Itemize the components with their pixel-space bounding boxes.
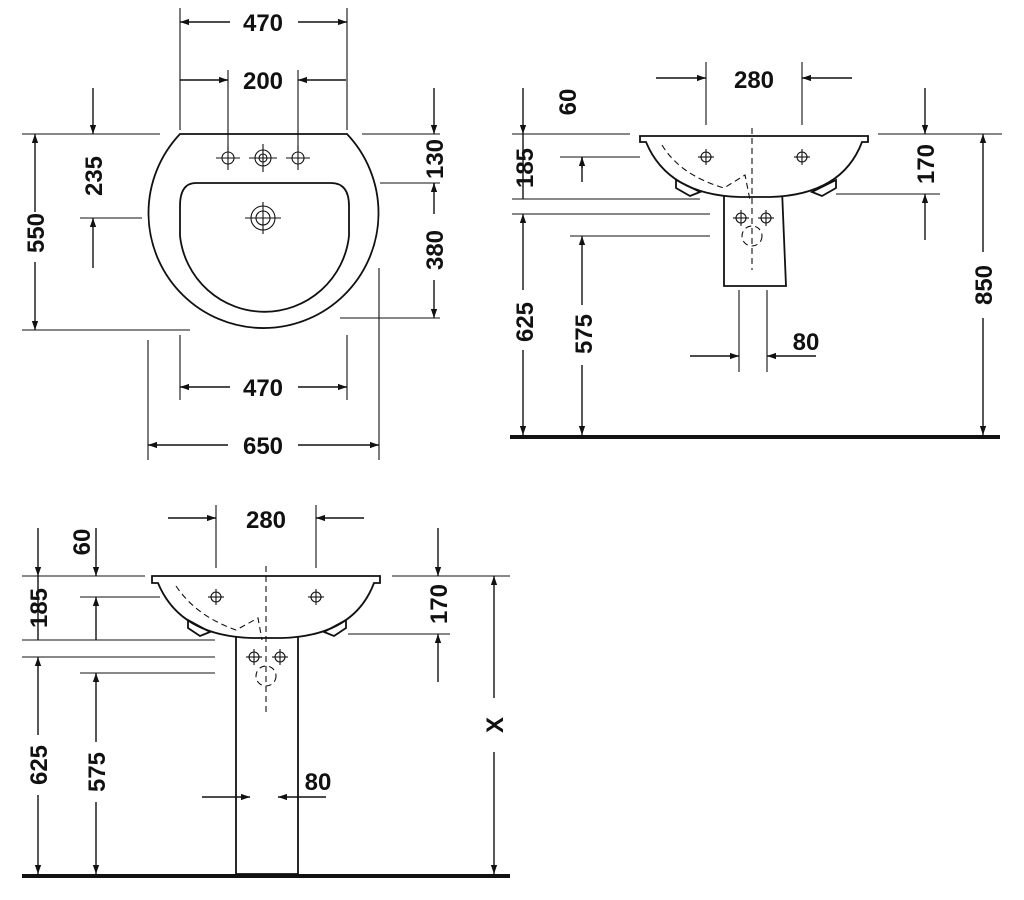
tap-holes-side-lower (208, 589, 324, 665)
dim-lower-tap-spacing: 280 (246, 507, 286, 534)
dim-upper-pedestal-height: 625 (512, 302, 539, 342)
dim-lower-pedestal-width: 80 (305, 769, 332, 796)
dim-lower-outlet-height: 575 (84, 752, 111, 792)
dim-lower-bowl-height: 185 (26, 588, 53, 628)
pedestal (723, 189, 787, 287)
dim-upper-wall-depth: 170 (913, 144, 940, 184)
tap-holes (216, 144, 310, 172)
dim-bowl-depth: 380 (422, 230, 449, 270)
dim-tap-to-bowl: 130 (422, 139, 449, 179)
dim-bowl-width: 470 (243, 375, 283, 402)
dim-depth: 550 (23, 213, 50, 253)
drain-icon (245, 202, 281, 234)
dim-upper-pedestal-width: 80 (793, 329, 820, 356)
dim-lower-variable-height: X (482, 717, 509, 733)
dim-lower-rim-thickness: 60 (69, 529, 96, 556)
front-view: 470 200 550 235 130 380 470 650 (22, 8, 449, 460)
side-view-upper: 280 60 185 625 575 170 850 80 (510, 62, 1002, 439)
bracket-right-lower (321, 618, 347, 638)
dim-upper-outlet-height: 575 (571, 314, 598, 354)
bracket-left (675, 178, 703, 197)
dim-upper-bowl-height: 185 (512, 148, 539, 188)
dim-lower-pedestal-height: 625 (26, 745, 53, 785)
bracket-right (809, 178, 837, 197)
tap-holes-side (698, 149, 810, 226)
dim-upper-tap-spacing: 280 (734, 67, 774, 94)
dim-top-width: 470 (243, 10, 283, 37)
basin-outline (147, 133, 380, 329)
dim-upper-rim-thickness: 60 (555, 89, 582, 116)
dim-back-to-bowl: 235 (81, 156, 108, 196)
bracket-left-lower (187, 618, 213, 638)
bowl-outline (179, 182, 350, 313)
dim-upper-rim-height: 850 (971, 265, 998, 305)
dim-tap-spacing: 200 (243, 68, 283, 95)
side-view-lower: 280 60 185 625 575 170 X 80 (22, 505, 510, 878)
pedestal-lower (235, 629, 299, 875)
dim-overall-width: 650 (243, 433, 283, 460)
basin-side (639, 135, 869, 198)
dim-lower-wall-depth: 170 (426, 584, 453, 624)
